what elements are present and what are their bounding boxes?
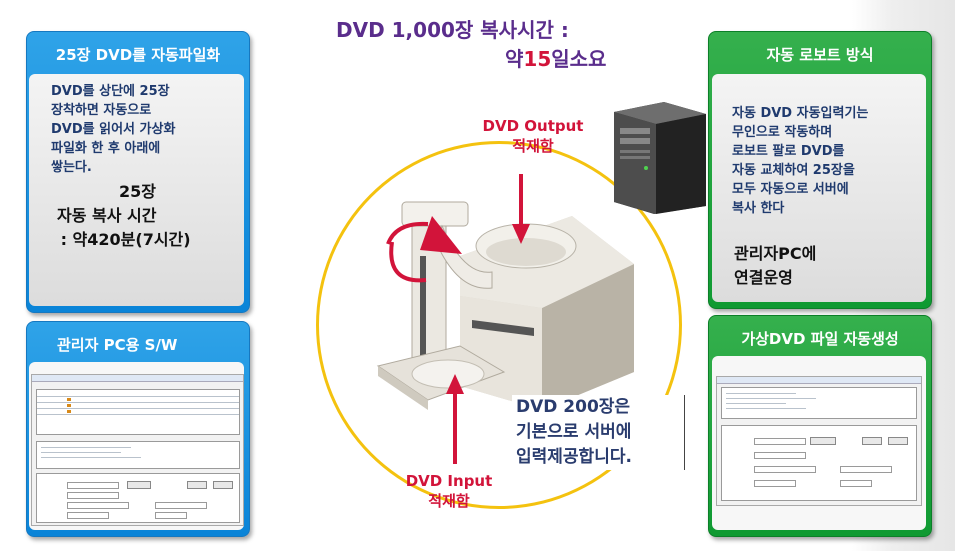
admin-sw-panel-header: 관리자 PC용 S/W bbox=[57, 336, 178, 354]
virtual-dvd-screenshot bbox=[716, 376, 922, 506]
copy-time-label: 자동 복사 시간 bbox=[57, 206, 157, 225]
input-label-line: DVD Input bbox=[405, 472, 493, 490]
desc-line: 로보트 팔로 DVD를 bbox=[732, 144, 845, 159]
robot-panel-header: 자동 로보트 방식 bbox=[766, 46, 874, 64]
desc-line: DVD를 읽어서 가상화 bbox=[51, 122, 176, 137]
big-line: 연결운영 bbox=[734, 268, 793, 287]
admin-sw-panel: 관리자 PC용 S/W bbox=[26, 321, 250, 537]
auto-file-panel-body: DVD를 상단에 25장 장착하면 자동으로 DVD를 읽어서 가상화 파일화 … bbox=[29, 74, 244, 306]
title-line-2: 약15일소요 bbox=[505, 43, 606, 72]
desc-line: 자동 교체하여 25장을 bbox=[732, 163, 855, 178]
copy-time-value: : 약420분(7시간) bbox=[55, 230, 191, 249]
auto-file-panel: 25장 DVD를 자동파일화 DVD를 상단에 25장 장착하면 자동으로 DV… bbox=[26, 31, 250, 313]
dvd-robot-device-image bbox=[376, 201, 634, 410]
admin-sw-panel-body bbox=[29, 362, 244, 530]
desc-line: 모두 자동으로 서버에 bbox=[732, 182, 849, 197]
robot-description: 자동 DVD 자동입력기는 무인으로 작동하며 로보트 팔로 DVD를 자동 교… bbox=[732, 104, 868, 218]
auto-file-description: DVD를 상단에 25장 장착하면 자동으로 DVD를 읽어서 가상화 파일화 … bbox=[51, 82, 175, 177]
desc-line: 자동 DVD 자동입력기는 bbox=[732, 106, 869, 121]
robot-panel: 자동 로보트 방식 자동 DVD 자동입력기는 무인으로 작동하며 로보트 팔로… bbox=[708, 31, 932, 309]
note-line: 기본으로 서버에 bbox=[516, 422, 632, 442]
input-up-arrow-icon bbox=[446, 374, 464, 464]
title-line-1: DVD 1,000장 복사시간 : bbox=[336, 18, 569, 42]
title-number: 15 bbox=[523, 47, 552, 71]
input-tray-label: DVD Input 적재함 bbox=[384, 472, 514, 511]
desc-line: 장착하면 자동으로 bbox=[51, 103, 152, 118]
desc-line: 쌓는다. bbox=[51, 160, 92, 175]
robot-panel-body: 자동 DVD 자동입력기는 무인으로 작동하며 로보트 팔로 DVD를 자동 교… bbox=[712, 74, 926, 302]
desc-line: 파일화 한 후 아래에 bbox=[51, 141, 161, 156]
auto-file-panel-header: 25장 DVD를 자동파일화 bbox=[55, 46, 221, 64]
copy-count: 25장 bbox=[119, 182, 156, 201]
output-label-line: DVD Output bbox=[482, 117, 584, 135]
virtual-dvd-panel-body bbox=[712, 356, 926, 530]
input-label-line: 적재함 bbox=[428, 492, 470, 510]
desc-line: 복사 한다 bbox=[732, 201, 785, 216]
server-dvd-note: DVD 200장은 기본으로 서버에 입력제공합니다. bbox=[512, 395, 685, 470]
output-down-arrow-icon bbox=[512, 174, 530, 244]
desc-line: DVD를 상단에 25장 bbox=[51, 84, 170, 99]
admin-software-screenshot bbox=[31, 374, 244, 526]
big-line: 관리자PC에 bbox=[734, 244, 817, 263]
output-tray-label: DVD Output 적재함 bbox=[468, 117, 598, 156]
server-tower-image bbox=[614, 102, 706, 214]
note-line: DVD 200장은 bbox=[516, 397, 631, 417]
output-label-line: 적재함 bbox=[512, 137, 554, 155]
title-suffix: 일소요 bbox=[551, 47, 607, 71]
virtual-dvd-panel-header: 가상DVD 파일 자동생성 bbox=[741, 330, 899, 348]
note-line: 입력제공합니다. bbox=[516, 447, 632, 467]
virtual-dvd-panel: 가상DVD 파일 자동생성 bbox=[708, 315, 932, 537]
device-highlight-circle bbox=[316, 141, 682, 509]
title-prefix: 약 bbox=[505, 47, 524, 71]
desc-line: 무인으로 작동하며 bbox=[732, 125, 833, 140]
admin-pc-connection: 관리자PC에 연결운영 bbox=[734, 242, 816, 290]
